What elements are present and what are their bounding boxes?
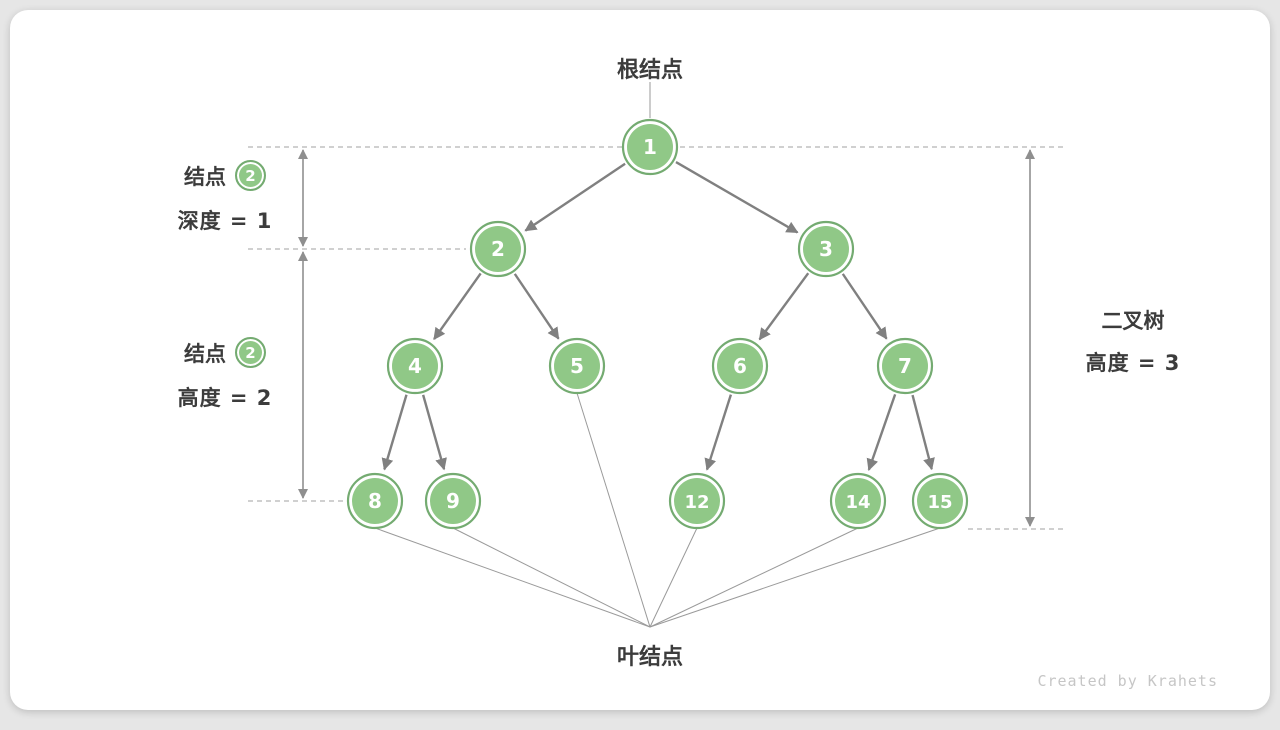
- tree-edge: [911, 394, 935, 471]
- watermark: Created by Krahets: [1037, 672, 1218, 690]
- tree-node-value: 6: [733, 354, 747, 378]
- tree-node-value: 5: [570, 354, 584, 378]
- tree-edge: [524, 162, 626, 232]
- tree-edge: [704, 394, 733, 471]
- tree-node: 15: [911, 472, 969, 530]
- tree-node-value: 3: [819, 237, 833, 261]
- tree-node-value: 1: [643, 135, 657, 159]
- tree-node-value: 8: [368, 489, 382, 513]
- node-height-value: 高度 = 2: [177, 386, 273, 410]
- tree-node: 6: [711, 337, 769, 395]
- root-label: 根结点: [616, 58, 683, 83]
- tree-node: 14: [829, 472, 887, 530]
- tree-node: 4: [386, 337, 444, 395]
- leaf-connector-line: [452, 527, 651, 628]
- tree-node-value: 14: [845, 492, 870, 513]
- leaf-connector-line: [649, 527, 941, 628]
- tree-edge: [675, 161, 799, 234]
- leaf-connector-line: [374, 527, 651, 628]
- tree-node: 9: [424, 472, 482, 530]
- node-height-prefix: 结点: [184, 341, 226, 366]
- tree-node-value: 2: [491, 237, 505, 261]
- tree-height-value: 高度 = 3: [1085, 351, 1181, 375]
- tree-node-value: 9: [446, 489, 460, 513]
- tree-node: 3: [797, 220, 855, 278]
- leaf-connector-line: [649, 527, 859, 628]
- tree-node: 8: [346, 472, 404, 530]
- tree-node: 2: [469, 220, 527, 278]
- tree-edge: [421, 394, 447, 471]
- tree-node-value: 12: [684, 492, 709, 513]
- tree-edge: [866, 393, 897, 471]
- node-2-badge: 2: [235, 160, 266, 191]
- leaf-connector-line: [576, 392, 651, 628]
- tree-height-title: 二叉树: [1101, 309, 1165, 333]
- node-depth-annotation: 结点 2 深度 = 1: [150, 160, 300, 235]
- tree-edge: [433, 272, 482, 341]
- node-height-annotation: 结点 2 高度 = 2: [150, 337, 300, 412]
- tree-edge: [381, 394, 408, 471]
- tree-node-value: 7: [898, 354, 912, 378]
- tree-edge: [841, 273, 888, 340]
- leaf-label: 叶结点: [616, 645, 683, 670]
- tree-node: 1: [621, 118, 679, 176]
- leaf-connector-line: [649, 527, 698, 628]
- tree-edge: [513, 273, 560, 340]
- node-depth-prefix: 结点: [184, 164, 226, 189]
- tree-edge: [758, 272, 810, 341]
- tree-node: 12: [668, 472, 726, 530]
- tree-node-value: 4: [408, 354, 422, 378]
- tree-node: 7: [876, 337, 934, 395]
- node-depth-value: 深度 = 1: [177, 209, 273, 233]
- tree-node: 5: [548, 337, 606, 395]
- tree-node-value: 15: [927, 492, 952, 513]
- tree-height-annotation: 二叉树 高度 = 3: [1058, 305, 1208, 377]
- node-2-badge: 2: [235, 337, 266, 368]
